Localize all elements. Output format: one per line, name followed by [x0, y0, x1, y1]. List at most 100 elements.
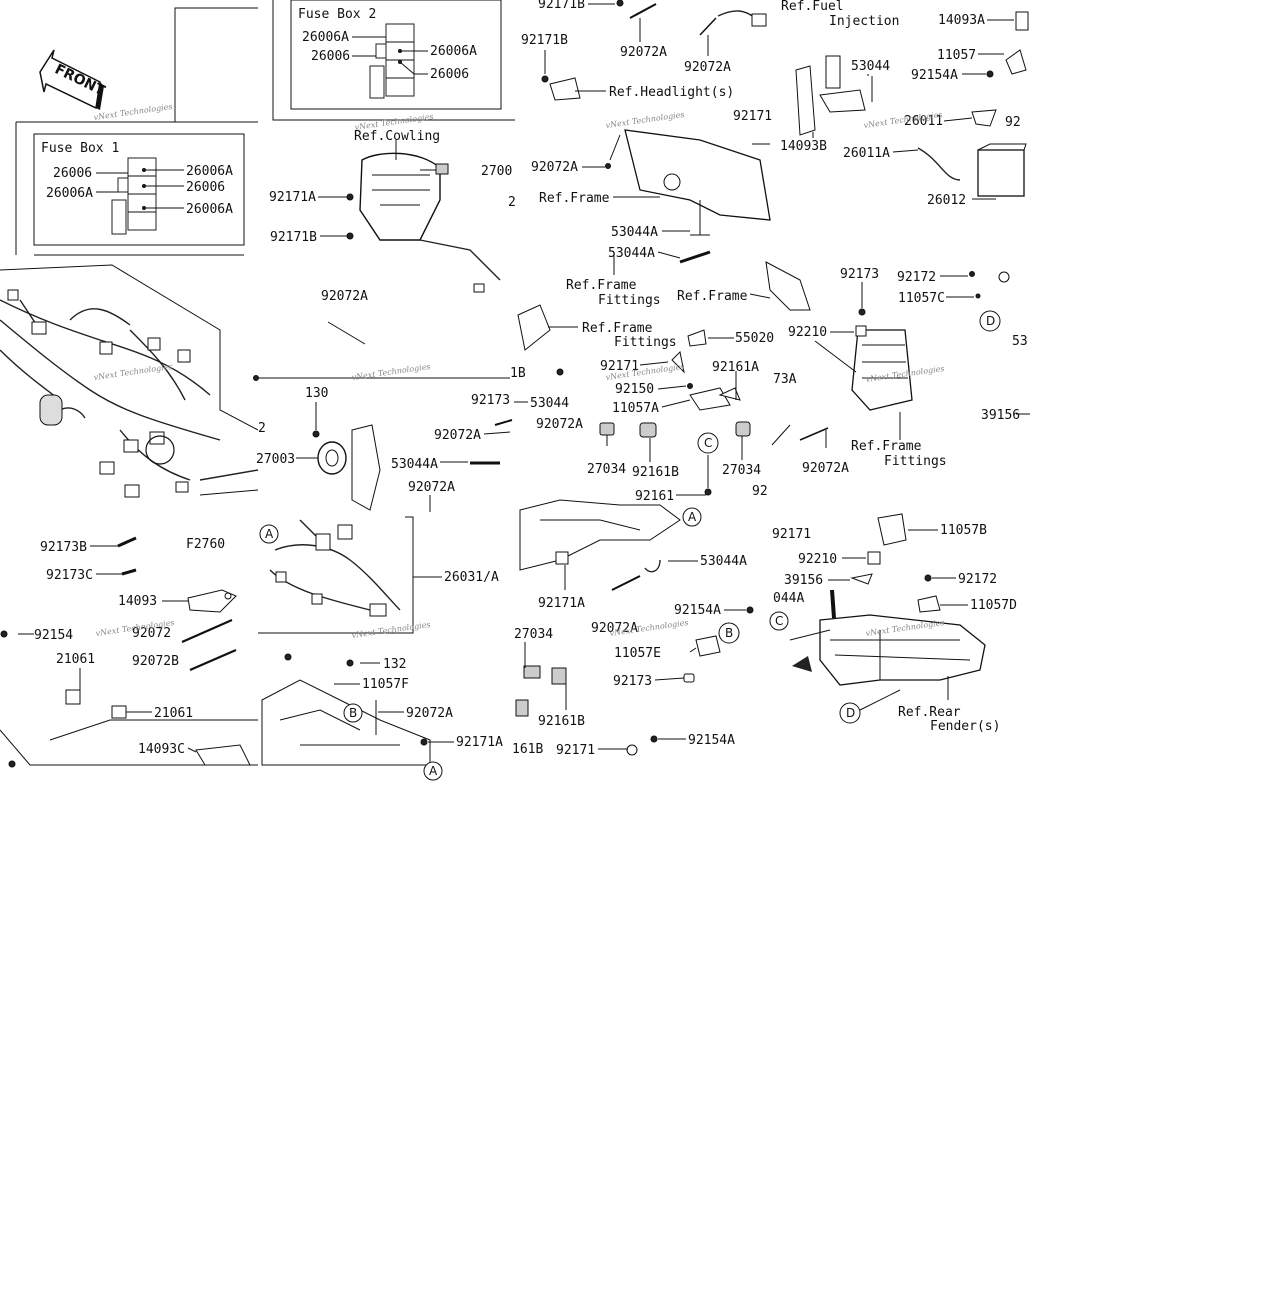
part-label: 14093B: [780, 139, 827, 154]
part-label: 11057E: [614, 646, 661, 661]
sub-harness: [269, 519, 401, 617]
lower-center-frame: [515, 499, 754, 756]
center-small-parts: [470, 304, 751, 496]
rear-fender: [792, 513, 986, 686]
fb2-label-3: 26006A: [430, 44, 477, 59]
part-label: 26011: [904, 114, 943, 129]
part-label: Ref.Frame: [566, 278, 637, 293]
part-label: 92072A: [591, 621, 638, 636]
cowling-bracket: [346, 140, 501, 293]
part-label: 53044A: [611, 225, 658, 240]
callout-b-2[interactable]: B: [718, 622, 740, 644]
part-label: 92161B: [538, 714, 585, 729]
part-label: 39156: [784, 573, 823, 588]
front-arrow-icon: FRONT: [39, 49, 108, 110]
callout-a-3[interactable]: A: [423, 761, 443, 781]
watermark: vNext Technologies: [351, 620, 431, 640]
part-label: 11057C: [898, 291, 945, 306]
part-label: 92072: [132, 626, 171, 641]
part-label: 92171: [772, 527, 811, 542]
part-label: 26031/A: [444, 570, 499, 585]
part-label: 92173: [613, 674, 652, 689]
ref-callouts: A B C D A A B B C C D D: [259, 310, 1001, 781]
part-label: 92171A: [456, 735, 503, 750]
part-label: 132: [383, 657, 406, 672]
part-label: 92072A: [406, 706, 453, 721]
part-label: Fender(s): [930, 719, 1000, 734]
part-label: Fittings: [614, 335, 677, 350]
part-label: 92173B: [40, 540, 87, 555]
part-label: 39156: [981, 408, 1020, 423]
part-label: 11057B: [940, 523, 987, 538]
part-label: 92171B: [521, 33, 568, 48]
part-label: 92210: [788, 325, 827, 340]
part-label: 92154A: [688, 733, 735, 748]
part-label: Ref.Frame: [851, 439, 922, 454]
part-label: 92072A: [684, 60, 731, 75]
part-label: Ref.Frame: [677, 289, 748, 304]
part-label: 92172: [897, 270, 936, 285]
part-label: 26011A: [843, 146, 890, 161]
fb1-label-4: 26006: [186, 180, 225, 195]
callout-a[interactable]: A: [259, 524, 279, 544]
part-label: 92072A: [620, 45, 667, 60]
part-label: 92150: [615, 382, 654, 397]
part-label: 55020: [735, 331, 774, 346]
main-frame: [494, 0, 771, 426]
part-label: 92210: [798, 552, 837, 567]
callout-c-2[interactable]: C: [769, 611, 789, 631]
watermark: vNext Technologies: [351, 362, 431, 382]
part-label: 1B: [510, 366, 526, 381]
svg-text:B: B: [349, 706, 357, 720]
part-label: 14093: [118, 594, 157, 609]
part-label: Ref.Fuel: [781, 0, 844, 14]
part-label: 92072A: [434, 428, 481, 443]
fb1-label-5: 26006A: [186, 202, 233, 217]
part-label: 11057: [937, 48, 976, 63]
part-label: 92072B: [132, 654, 179, 669]
part-label: 92: [752, 484, 768, 499]
part-label: F2760: [186, 537, 225, 552]
part-label: 21061: [56, 652, 95, 667]
part-label: Ref.Cowling: [354, 129, 440, 144]
part-label: 92161B: [632, 465, 679, 480]
part-label: Ref.Frame: [582, 321, 653, 336]
svg-text:C: C: [704, 436, 712, 450]
part-label: 11057A: [612, 401, 659, 416]
part-label: 27034: [587, 462, 626, 477]
svg-text:B: B: [725, 626, 733, 640]
part-label: 92072A: [536, 417, 583, 432]
leader-lines: [18, 3, 1030, 753]
part-label: Injection: [829, 14, 899, 29]
part-label: 92: [1005, 115, 1021, 130]
part-label: 92161: [635, 489, 674, 504]
part-label: Ref.Headlight(s): [609, 85, 734, 100]
fuse-box-2: Fuse Box 2 26006A 26006 26006A 26006: [298, 7, 477, 99]
callout-d[interactable]: D: [979, 310, 1001, 332]
fb1-label-2: 26006A: [46, 186, 93, 201]
part-label: 53044: [851, 59, 890, 74]
part-label: 92154: [34, 628, 73, 643]
part-label: Ref.Rear: [898, 705, 961, 720]
part-label: 27034: [514, 627, 553, 642]
part-label: 92171A: [538, 596, 585, 611]
callout-b[interactable]: B: [343, 703, 363, 723]
callout-a-2[interactable]: A: [682, 507, 702, 527]
part-label: 53044A: [391, 457, 438, 472]
part-label: 92171: [600, 359, 639, 374]
part-label: 161B: [512, 742, 543, 757]
callout-d-2[interactable]: D: [839, 702, 861, 724]
part-label: 21061: [154, 706, 193, 721]
part-label: 92072A: [802, 461, 849, 476]
part-label: 2: [258, 421, 266, 436]
fuse-box-1: Fuse Box 1 26006 26006A 26006A 26006 260…: [41, 141, 233, 235]
part-label: 53: [1012, 334, 1028, 349]
part-label: 92173C: [46, 568, 93, 583]
panel-frames: [0, 0, 515, 766]
fuse-box-1-title: Fuse Box 1: [41, 141, 119, 156]
callout-c[interactable]: C: [697, 432, 719, 454]
part-label: 92171: [733, 109, 772, 124]
svg-text:C: C: [775, 614, 783, 628]
lower-left-parts: [0, 536, 258, 768]
svg-text:A: A: [265, 527, 274, 541]
